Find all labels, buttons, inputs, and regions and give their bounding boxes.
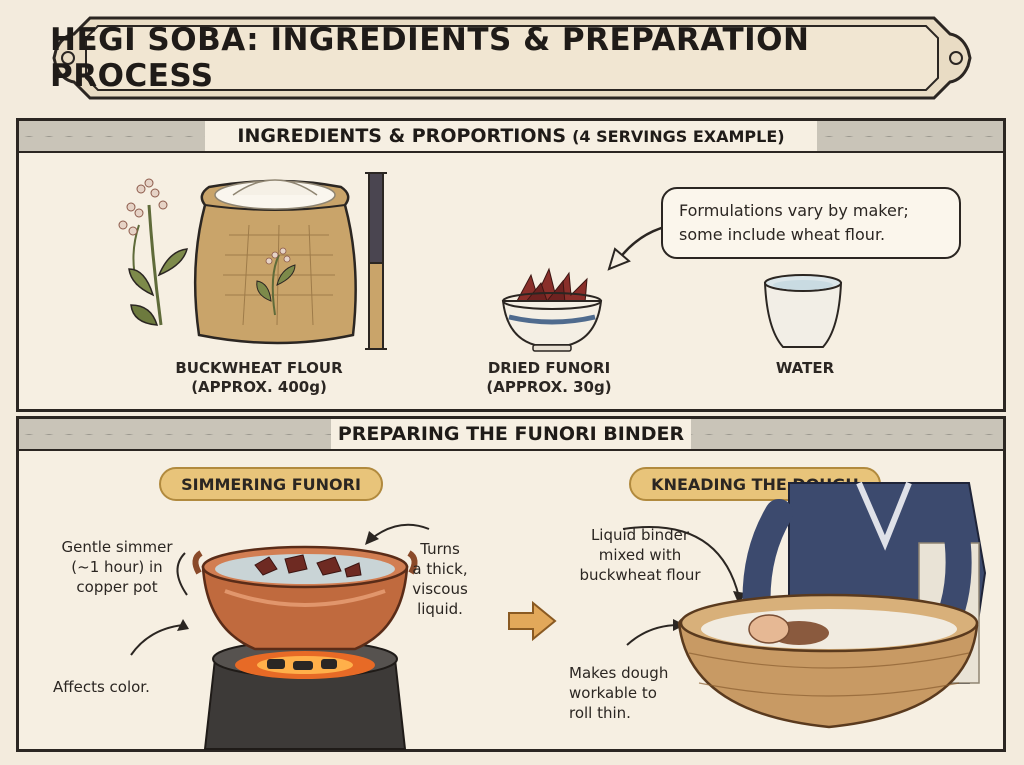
buckwheat-plant-icon (118, 178, 188, 326)
viscous-note: Turns a thick, viscous liquid. (395, 539, 485, 619)
flour-name: BUCKWHEAT FLOUR (175, 359, 343, 377)
sack-plant-motif (256, 247, 296, 316)
kneading-bowl-icon (677, 481, 987, 729)
workable-note-line-2: workable to (569, 684, 657, 702)
ingredient-label-funori: DRIED FUNORI (APPROX. 30g) (449, 359, 649, 397)
viscous-note-line-2: a thick, (412, 560, 468, 578)
ingredient-label-water: WATER (735, 359, 875, 378)
binder-heading: PREPARING THE FUNORI BINDER (331, 419, 691, 449)
ingredients-heading-text: INGREDIENTS & PROPORTIONS (237, 125, 567, 147)
simmer-note-line-1: Gentle simmer (61, 538, 173, 556)
page-title: HEGI SOBA: INGREDIENTS & PREPARATION PRO… (50, 22, 810, 94)
formulation-callout: Formulations vary by maker; some include… (661, 187, 961, 259)
simmer-note-line-3: copper pot (76, 578, 158, 596)
ingredient-label-flour: BUCKWHEAT FLOUR (APPROX. 400g) (139, 359, 379, 397)
callout-line-1: Formulations vary by maker; (679, 201, 909, 220)
water-name: WATER (775, 359, 835, 377)
workable-note-line-3: roll thin. (569, 704, 631, 722)
color-note: Affects color. (53, 678, 150, 696)
flour-amount: (APPROX. 400g) (191, 378, 327, 396)
viscous-note-line-3: viscous (412, 580, 468, 598)
water-cup-icon (763, 274, 843, 348)
binder-panel: PREPARING THE FUNORI BINDER SIMMERING FU… (16, 416, 1006, 752)
process-arrow-icon (508, 600, 557, 642)
copper-pot-icon (192, 545, 418, 750)
simmer-note-line-2: (~1 hour) in (71, 558, 163, 576)
servings-note: (4 SERVINGS EXAMPLE) (572, 126, 785, 146)
binder-mix-note-line-3: buckwheat flour (579, 566, 701, 584)
funori-amount: (APPROX. 30g) (486, 378, 612, 396)
title-banner-frame (52, 16, 972, 100)
funori-bowl-icon (501, 267, 603, 352)
flour-sack-icon (118, 178, 357, 345)
callout-line-2: some include wheat flour. (679, 225, 886, 244)
simmer-note: Gentle simmer (~1 hour) in copper pot (47, 537, 187, 597)
title-banner: HEGI SOBA: INGREDIENTS & PREPARATION PRO… (50, 14, 974, 102)
workable-note-line-1: Makes dough (569, 664, 669, 682)
proportion-bar (365, 172, 387, 350)
binder-mix-note-line-2: mixed with (598, 546, 682, 564)
simmering-pill: SIMMERING FUNORI (159, 467, 383, 501)
ingredients-heading: INGREDIENTS & PROPORTIONS (4 SERVINGS EX… (205, 121, 817, 151)
funori-name: DRIED FUNORI (487, 359, 611, 377)
viscous-note-line-1: Turns (420, 540, 460, 558)
binder-heading-text: PREPARING THE FUNORI BINDER (337, 423, 685, 445)
stove-icon (203, 640, 407, 750)
binder-mix-note: Liquid binder mixed with buckwheat flour (565, 525, 715, 585)
workable-note: Makes dough workable to roll thin. (569, 663, 699, 723)
binder-mix-note-line-1: Liquid binder (590, 526, 690, 544)
viscous-note-line-4: liquid. (417, 600, 463, 618)
ingredients-panel: INGREDIENTS & PROPORTIONS (4 SERVINGS EX… (16, 118, 1006, 412)
